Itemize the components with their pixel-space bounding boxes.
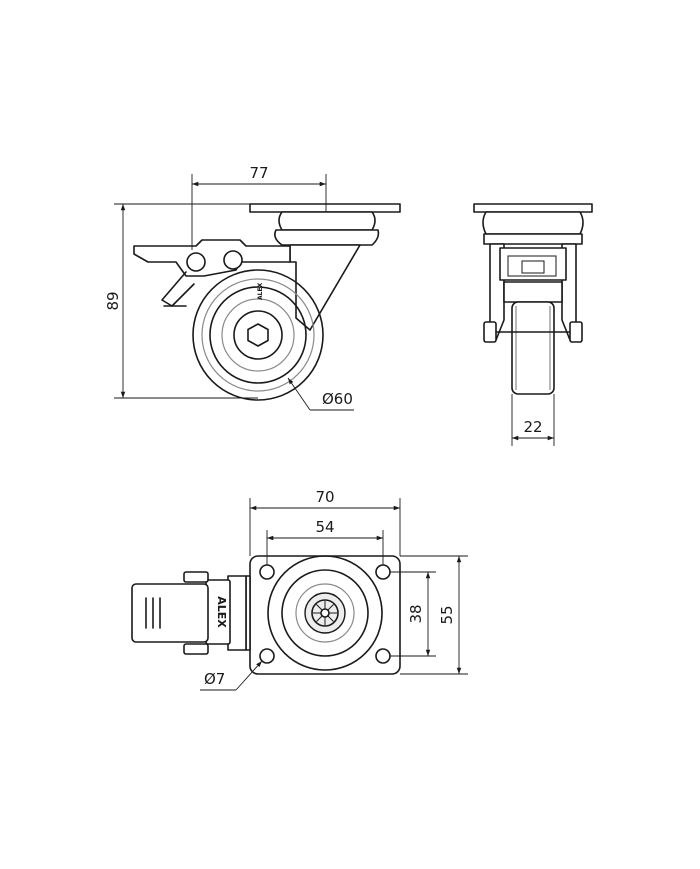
dim-label-plate-depth: 55 [438, 605, 456, 624]
side-wheel-tread [201, 278, 315, 392]
top-brake-pedal-grip [145, 597, 161, 629]
side-view: ALEX 77 89 Ø60 [104, 164, 401, 411]
side-wheel-outer [192, 269, 324, 401]
front-view: 22 [473, 203, 593, 446]
front-swivel-race [483, 233, 583, 245]
dim-label-wheel-diameter: Ø60 [322, 390, 353, 408]
top-brake-tab-upper [183, 571, 209, 583]
front-brake-pad [521, 260, 545, 274]
dim-label-wheel-width: 22 [523, 418, 542, 436]
top-bolt-hole-tl [259, 564, 275, 580]
side-axle-nut [247, 323, 269, 347]
dim-label-hole-diameter: Ø7 [204, 670, 225, 688]
top-brake-tab-lower [183, 643, 209, 655]
top-swivel-inner-ring [295, 583, 355, 643]
dim-label-hole-spacing-x: 54 [315, 518, 334, 536]
front-mounting-plate [473, 203, 593, 213]
side-wheel-rim [209, 286, 307, 384]
dim-label-total-height: 89 [104, 291, 122, 310]
side-mounting-plate [249, 203, 401, 213]
side-fork-leg [289, 244, 361, 331]
side-brake-lever [161, 271, 195, 307]
top-bolt-hole-br [375, 648, 391, 664]
side-wheel-hub-ring [221, 298, 295, 372]
side-brand-logo: ALEX [257, 282, 264, 300]
front-brake-window [507, 255, 557, 277]
front-axle-nut-right [569, 321, 583, 343]
top-swivel-ring [281, 569, 369, 657]
front-brake-lower [503, 281, 563, 303]
dim-label-plate-width: 70 [315, 488, 334, 506]
dim-leader-wheel-diameter [287, 377, 311, 411]
top-bolt-hole-bl [259, 648, 275, 664]
dim-label-hole-spacing-y: 38 [407, 604, 425, 623]
side-swivel-housing [278, 211, 376, 231]
top-kingpin-center [320, 608, 330, 618]
top-brake-pedal [131, 583, 209, 643]
top-brake-logo: ALEX [215, 596, 228, 628]
side-swivel-race [274, 229, 380, 246]
top-swivel-outer-ring [267, 555, 383, 671]
front-axle-nut-left [483, 321, 497, 343]
dim-label-side-width: 77 [249, 164, 268, 182]
side-brake-pivot-right [223, 250, 243, 270]
side-brake-pivot-left [186, 252, 206, 272]
front-wheel [511, 301, 555, 395]
top-bolt-hole-tr [375, 564, 391, 580]
front-brake-block [499, 247, 567, 281]
front-swivel-housing [482, 211, 584, 235]
side-wheel-hub [233, 310, 283, 360]
top-kingpin-nut [311, 599, 339, 627]
top-view: ALEX 70 54 38 55 Ø7 [131, 488, 468, 691]
dim-leader-hole-diameter [235, 660, 263, 691]
